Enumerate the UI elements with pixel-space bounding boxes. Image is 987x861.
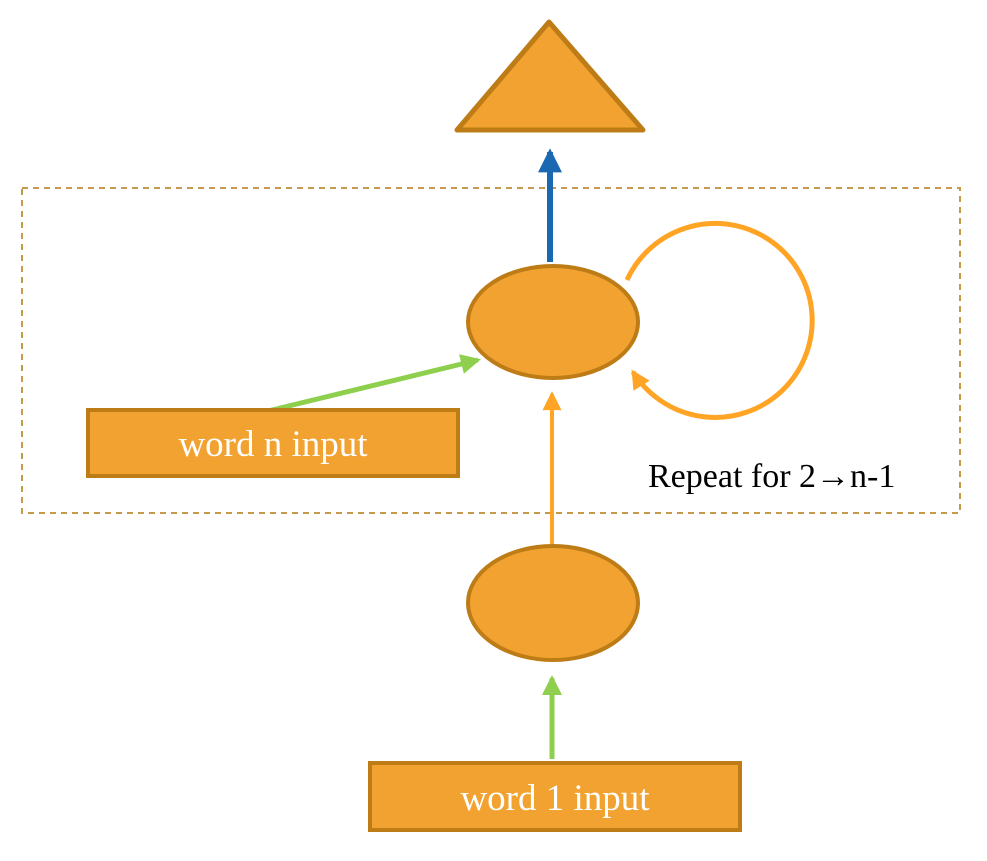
word-1-input-label: word 1 input (460, 778, 650, 819)
word-n-input-label: word n input (178, 424, 368, 465)
hidden-state-node-upper (466, 264, 640, 380)
word-n-input-arrow (267, 354, 481, 414)
repeat-note-label: Repeat for 2→n-1 (648, 458, 895, 495)
word-n-input-box (86, 408, 460, 478)
word-1-input-box (368, 761, 742, 832)
output-triangle (454, 19, 646, 133)
recurrent-self-loop-arrow (624, 221, 815, 420)
repeat-region-dashed-box (21, 187, 961, 514)
hidden-state-node-lower (466, 544, 640, 662)
